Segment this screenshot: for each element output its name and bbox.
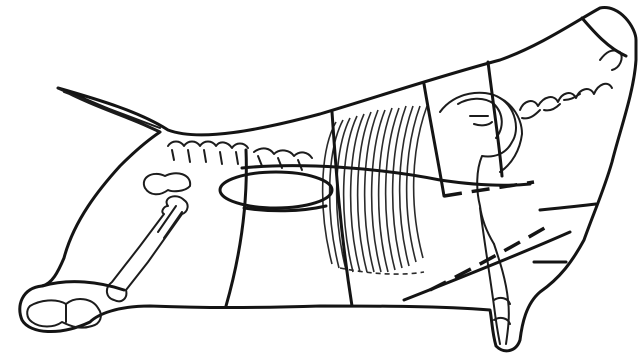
cut-neck-chuck: [226, 150, 246, 306]
cut-brisket-oval: [220, 172, 332, 208]
cut-loin-rump: [488, 62, 502, 176]
tail-vertebrae: [520, 50, 622, 118]
shank-bone: [107, 173, 190, 301]
cut-flank-tip: [540, 204, 596, 210]
hind-leg-bone: [480, 208, 510, 344]
cut-lines: [42, 18, 626, 306]
cut-rump-tail: [582, 18, 626, 56]
